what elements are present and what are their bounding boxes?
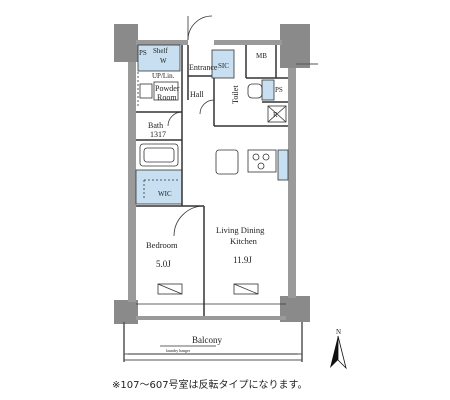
fixtures xyxy=(136,72,287,347)
label-bedroom-size: 5.0J xyxy=(156,259,171,269)
label-up-lin: UP/Lin. xyxy=(152,72,175,80)
compass-label: N xyxy=(336,328,341,336)
label-ps-right: PS xyxy=(275,86,283,94)
label-ldk-2: Kitchen xyxy=(230,236,258,246)
blue-fixtures xyxy=(135,44,289,205)
label-bath-2: 1317 xyxy=(150,130,166,139)
label-toilet: Toilet xyxy=(231,85,240,104)
label-wic: WIC xyxy=(158,190,172,198)
label-ps-top: PS xyxy=(139,49,147,57)
label-entrance: Entrance xyxy=(189,63,218,72)
door-swings xyxy=(167,15,215,237)
label-w: W xyxy=(160,57,167,65)
label-ldk-size: 11.9J xyxy=(233,255,252,265)
label-hall: Hall xyxy=(190,90,205,99)
label-sic: SIC xyxy=(218,62,229,70)
label-r: R xyxy=(273,111,278,119)
label-laundry: laundry hanger xyxy=(166,348,191,353)
label-balcony: Balcony xyxy=(192,335,222,345)
footnote: ※107～607号室は反転タイプになります。 xyxy=(112,380,308,391)
label-mb: MB xyxy=(256,52,267,60)
interior-walls xyxy=(136,45,288,316)
label-bath-1: Bath xyxy=(148,121,163,130)
label-ldk-1: Living Dining xyxy=(216,225,265,235)
structure-walls xyxy=(114,24,318,362)
label-bedroom: Bedroom xyxy=(146,240,178,250)
label-powder-room-1: Powder xyxy=(155,84,180,93)
label-shelf: Shelf xyxy=(153,47,168,55)
north-arrow: N xyxy=(330,328,347,370)
label-powder-room-2: Room xyxy=(157,93,177,102)
